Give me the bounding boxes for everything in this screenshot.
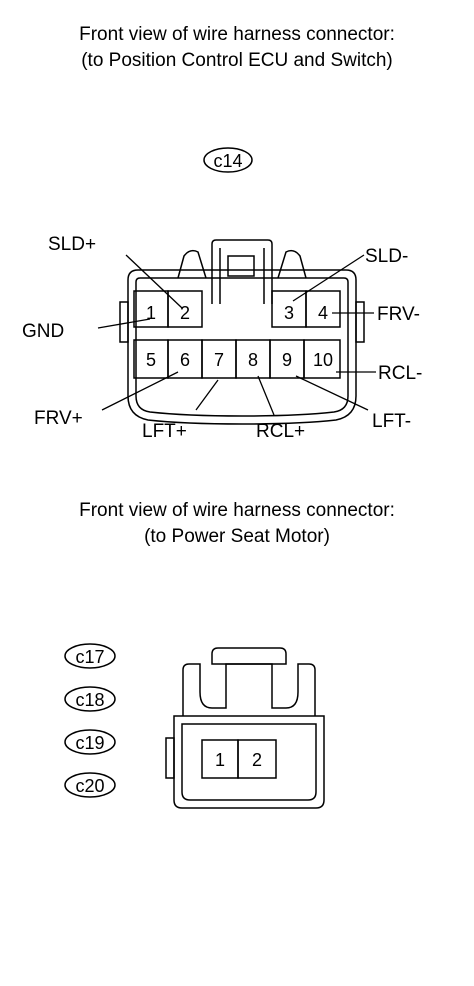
label-lft-minus: LFT- — [372, 411, 411, 432]
connector2-heading-line2: (to Power Seat Motor) — [144, 526, 330, 547]
connector2-code-badges: c17 c18 c19 c20 — [64, 643, 116, 798]
connector1-pin-grid — [133, 290, 341, 379]
connector1-pin-9: 9 — [282, 350, 292, 370]
connector2-heading: Front view of wire harness connector: (t… — [0, 498, 474, 550]
label-sld-plus: SLD+ — [48, 234, 96, 255]
label-frv-plus: FRV+ — [34, 408, 83, 429]
label-sld-minus: SLD- — [365, 246, 408, 267]
connector2-code-c20: c20 — [75, 776, 104, 796]
connector2-pin-1: 1 — [215, 750, 225, 770]
connector2-pin-numbers: 1 2 — [215, 750, 262, 770]
connector1-housing — [119, 239, 365, 425]
leader-sld-minus — [292, 254, 365, 302]
connector1-terminal-labels: SLD+ SLD- GND FRV- RCL- FRV+ LFT+ RCL+ L… — [22, 234, 422, 442]
leader-sld-plus — [125, 254, 183, 309]
connector1-heading: Front view of wire harness connector: (t… — [0, 22, 474, 74]
connector1-pin-6: 6 — [180, 350, 190, 370]
connector2-housing — [165, 647, 325, 809]
connector2-code-badge-c17: c17 — [64, 643, 116, 669]
connector1-pin-5: 5 — [146, 350, 156, 370]
leader-lft-minus — [295, 375, 369, 411]
connector1-pin-10: 10 — [313, 350, 333, 370]
connector2-code-c19: c19 — [75, 733, 104, 753]
connector1-pin-2: 2 — [180, 303, 190, 323]
leader-lft-plus — [195, 379, 219, 411]
connector2-code-badge-c20: c20 — [64, 772, 116, 798]
connector2-code-c17: c17 — [75, 647, 104, 667]
connector1-leader-lines — [97, 254, 376, 416]
leader-rcl-plus — [257, 375, 275, 416]
connector2-code-c18: c18 — [75, 690, 104, 710]
connector1-code-badge: c14 — [203, 147, 253, 173]
connector1-code: c14 — [213, 151, 242, 171]
label-rcl-minus: RCL- — [378, 363, 422, 384]
connector1-pin-1: 1 — [146, 303, 156, 323]
label-lft-plus: LFT+ — [142, 421, 187, 442]
connector2-pin-2: 2 — [252, 750, 262, 770]
connector1-pin-numbers: 1 2 3 4 5 6 7 8 9 10 — [146, 303, 333, 370]
label-gnd: GND — [22, 321, 64, 342]
connector2-pin-grid — [201, 739, 277, 779]
label-frv-minus: FRV- — [377, 304, 420, 325]
connector1-heading-line1: Front view of wire harness connector: — [79, 24, 395, 45]
connector2-code-badge-c19: c19 — [64, 729, 116, 755]
leader-gnd — [97, 318, 151, 329]
connector1-heading-line2: (to Position Control ECU and Switch) — [81, 50, 393, 71]
connector2-code-badge-c18: c18 — [64, 686, 116, 712]
label-rcl-plus: RCL+ — [256, 421, 305, 442]
connector1-pin-3: 3 — [284, 303, 294, 323]
connector1-pin-7: 7 — [214, 350, 224, 370]
leader-frv-plus — [101, 371, 179, 411]
connector2-heading-line1: Front view of wire harness connector: — [79, 500, 395, 521]
connector1-pin-8: 8 — [248, 350, 258, 370]
connector1-pin-4: 4 — [318, 303, 328, 323]
